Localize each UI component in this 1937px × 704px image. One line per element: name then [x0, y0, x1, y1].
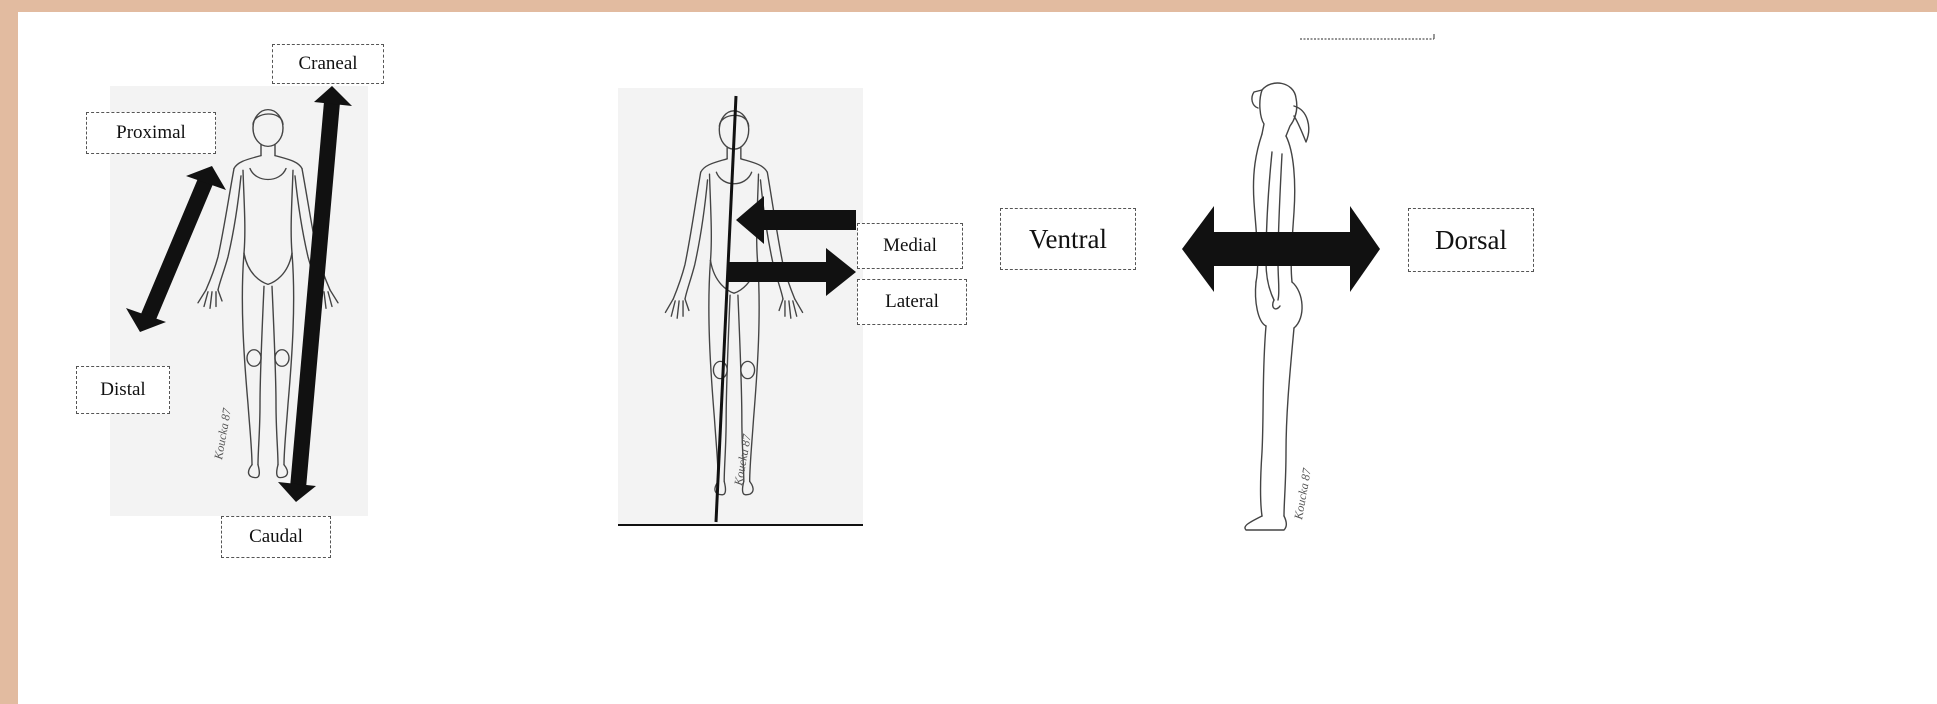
label-lateral: Lateral [857, 279, 967, 325]
ventral-dorsal-arrow [1182, 206, 1380, 292]
label-dorsal: Dorsal [1408, 208, 1534, 272]
figure3-body [1245, 83, 1309, 530]
label-caudal: Caudal [221, 516, 331, 558]
proximal-distal-arrow [126, 166, 226, 332]
craneal-caudal-arrow [278, 86, 352, 502]
signature-figure3: Koucka 87 [1291, 466, 1314, 521]
label-proximal: Proximal [86, 112, 216, 154]
medial-arrow [736, 196, 856, 244]
label-medial: Medial [857, 223, 963, 269]
label-craneal: Craneal [272, 44, 384, 84]
signature-figure1: Koucka 87 [211, 406, 234, 461]
label-ventral: Ventral [1000, 208, 1136, 270]
lateral-arrow [728, 248, 856, 296]
label-distal: Distal [76, 366, 170, 414]
midline [716, 96, 736, 522]
